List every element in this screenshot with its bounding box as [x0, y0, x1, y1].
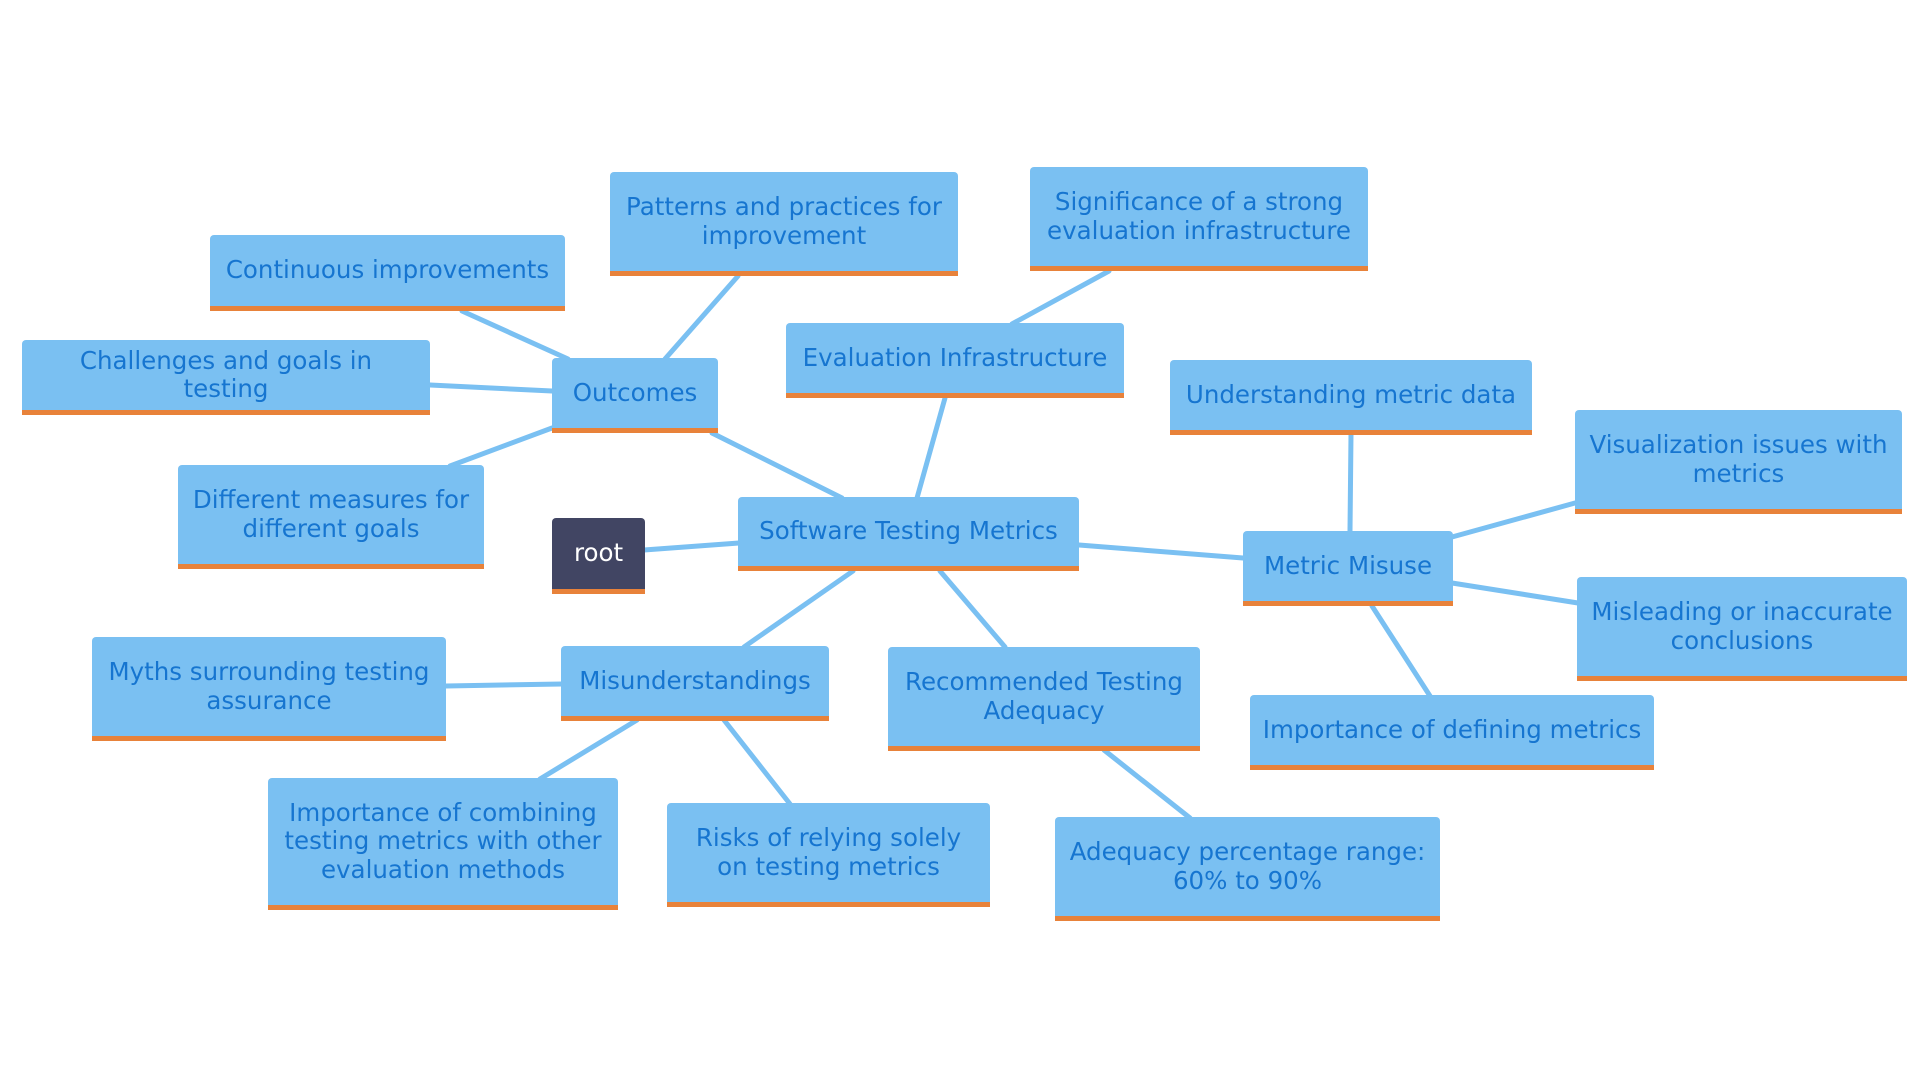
misuse-to-misleading-edge: [1449, 580, 1581, 606]
center-to-adequacy-edge: [937, 568, 1008, 650]
branch-node-label: Recommended Testing Adequacy: [905, 667, 1183, 725]
outcomes-to-challenges-edge: [427, 382, 555, 394]
root-to-center-edge: [641, 540, 742, 553]
leaf-node-label: Different measures for different goals: [192, 485, 470, 543]
center-node-software-testing-metrics[interactable]: Software Testing Metrics: [738, 497, 1079, 571]
leaf-node-combining-testing-metrics[interactable]: Importance of combining testing metrics …: [268, 778, 618, 910]
leaf-node-adequacy-percentage-range[interactable]: Adequacy percentage range: 60% to 90%: [1055, 817, 1440, 921]
leaf-node-myths-testing-assurance[interactable]: Myths surrounding testing assurance: [92, 637, 446, 741]
leaf-node-different-measures[interactable]: Different measures for different goals: [178, 465, 484, 569]
leaf-node-patterns-and-practices[interactable]: Patterns and practices for improvement: [610, 172, 958, 276]
center-to-metric-misuse-edge: [1076, 542, 1246, 561]
leaf-node-label: Misleading or inaccurate conclusions: [1591, 597, 1893, 655]
outcomes-to-different-measures-edge: [447, 425, 555, 469]
center-to-outcomes-edge: [709, 430, 845, 501]
center-node-label: Software Testing Metrics: [759, 516, 1058, 546]
branch-node-metric-misuse[interactable]: Metric Misuse: [1243, 531, 1453, 606]
misuse-to-understanding-edge: [1347, 431, 1354, 534]
leaf-node-label: Adequacy percentage range: 60% to 90%: [1069, 837, 1426, 895]
leaf-node-label: Visualization issues with metrics: [1589, 430, 1888, 488]
leaf-node-risks-of-relying-solely[interactable]: Risks of relying solely on testing metri…: [667, 803, 990, 907]
leaf-node-label: Myths surrounding testing assurance: [108, 657, 430, 715]
leaf-node-label: Importance of defining metrics: [1262, 714, 1642, 744]
leaf-node-misleading-conclusions[interactable]: Misleading or inaccurate conclusions: [1577, 577, 1907, 681]
outcomes-to-patterns-edge: [662, 273, 741, 362]
leaf-node-label: Importance of combining testing metrics …: [284, 798, 602, 884]
branch-node-label: Metric Misuse: [1263, 550, 1433, 580]
branch-node-recommended-testing-adequacy[interactable]: Recommended Testing Adequacy: [888, 647, 1200, 751]
root-node-label: root: [573, 538, 624, 568]
branch-node-outcomes[interactable]: Outcomes: [552, 358, 718, 433]
misunderstandings-to-combining-edge: [537, 717, 640, 782]
leaf-node-visualization-issues[interactable]: Visualization issues with metrics: [1575, 410, 1902, 514]
evaluation-to-significance-edge: [1009, 268, 1112, 327]
branch-node-label: Outcomes: [572, 377, 698, 407]
leaf-node-significance-of-infrastructure[interactable]: Significance of a strong evaluation infr…: [1030, 167, 1368, 271]
leaf-node-label: Challenges and goals in testing: [79, 345, 373, 403]
leaf-node-understanding-metric-data[interactable]: Understanding metric data: [1170, 360, 1532, 435]
branch-node-evaluation-infrastructure[interactable]: Evaluation Infrastructure: [786, 323, 1124, 398]
branch-node-label: Evaluation Infrastructure: [802, 342, 1108, 372]
leaf-node-label: Significance of a strong evaluation infr…: [1047, 187, 1351, 245]
leaf-node-continuous-improvements[interactable]: Continuous improvements: [210, 235, 565, 311]
leaf-node-label: Patterns and practices for improvement: [626, 192, 942, 250]
leaf-node-label: Risks of relying solely on testing metri…: [695, 823, 962, 881]
misunderstandings-to-risks-edge: [721, 717, 793, 807]
leaf-node-challenges-and-goals[interactable]: Challenges and goals in testing: [22, 340, 430, 415]
misuse-to-visualization-edge: [1449, 500, 1578, 540]
center-to-misunderstandings-edge: [741, 568, 856, 650]
center-to-evaluation-edge: [914, 395, 948, 501]
leaf-node-importance-of-defining-metrics[interactable]: Importance of defining metrics: [1250, 695, 1654, 770]
misuse-to-defining-edge: [1369, 603, 1433, 699]
outcomes-to-continuous-edge: [459, 308, 571, 362]
misunderstandings-to-myths-edge: [443, 681, 565, 689]
root-node[interactable]: root: [552, 518, 645, 594]
branch-node-label: Misunderstandings: [579, 665, 811, 695]
leaf-node-label: Understanding metric data: [1185, 379, 1517, 409]
branch-node-misunderstandings[interactable]: Misunderstandings: [561, 646, 829, 721]
adequacy-to-range-edge: [1101, 747, 1193, 821]
leaf-node-label: Continuous improvements: [225, 255, 550, 285]
